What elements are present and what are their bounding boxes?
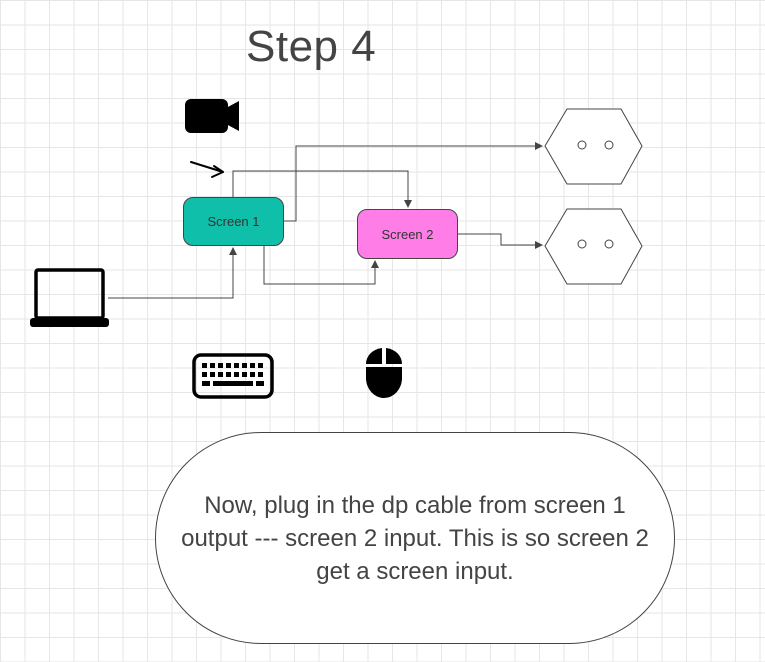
- speaker-icon[interactable]: [544, 208, 643, 285]
- connector-screen1-to-screen2-bottom[interactable]: [263, 246, 379, 285]
- video-camera-icon: [185, 99, 239, 133]
- screen1-label: Screen 1: [207, 214, 260, 229]
- speaker-icon[interactable]: [544, 108, 643, 185]
- connector-screen2-to-speaker2[interactable]: [458, 233, 543, 249]
- screen2-node[interactable]: Screen 2: [357, 209, 458, 259]
- mouse-icon: [365, 348, 403, 398]
- connector-screen1-to-screen2-top[interactable]: [232, 170, 412, 208]
- screen1-node[interactable]: Screen 1: [183, 197, 284, 246]
- diagram-title: Step 4: [246, 22, 377, 71]
- keyboard-icon: [192, 353, 274, 399]
- hand-drawn-arrow-icon: [190, 161, 224, 178]
- instruction-note: Now, plug in the dp cable from screen 1 …: [155, 432, 675, 644]
- laptop-icon: [30, 268, 109, 327]
- connector-screen1-to-speaker1[interactable]: [284, 142, 543, 222]
- connector-laptop-to-screen1[interactable]: [108, 247, 237, 299]
- instruction-text: Now, plug in the dp cable from screen 1 …: [181, 491, 649, 585]
- screen2-label: Screen 2: [381, 226, 434, 242]
